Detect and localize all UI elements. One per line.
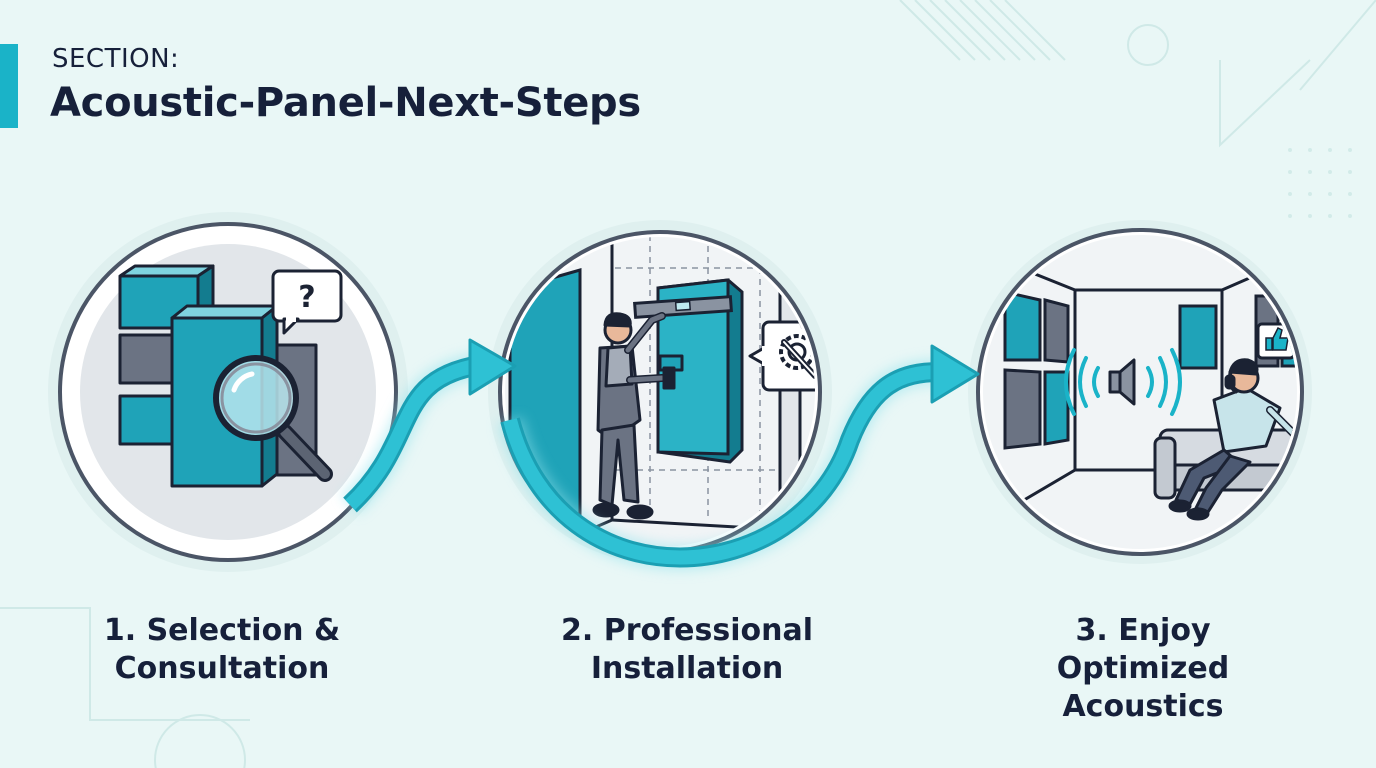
step2-caption-line2: Installation: [590, 651, 784, 686]
step1-caption-line2: Consultation: [114, 651, 330, 686]
step3-caption-line1: 3. Enjoy Optimized: [1056, 613, 1230, 686]
arrow-step2-to-step3: [497, 344, 980, 571]
step1-caption-line1: 1. Selection &: [103, 613, 341, 648]
worker-figure: [592, 312, 684, 520]
step2-circle: [488, 220, 832, 564]
section-label: SECTION:: [52, 44, 180, 74]
accent-bar: [0, 44, 18, 128]
step3-caption: 3. Enjoy Optimized Acoustics: [993, 612, 1293, 726]
question-mark: ?: [298, 280, 315, 315]
arrow-step1-to-step2: [340, 338, 517, 515]
speaker-icon: [1108, 358, 1136, 406]
step2-caption: 2. Professional Installation: [537, 612, 837, 688]
step2-caption-line1: 2. Professional: [561, 613, 813, 648]
step3-caption-line2: Acoustics: [1062, 689, 1224, 724]
step1-circle: ?: [48, 212, 408, 572]
person-relaxing: [1168, 358, 1297, 521]
step3-circle: [968, 220, 1312, 564]
question-bubble: ?: [271, 269, 343, 335]
page-title: Acoustic-Panel-Next-Steps: [50, 80, 641, 126]
magnifier-icon: [213, 355, 333, 482]
step1-caption: 1. Selection & Consultation: [72, 612, 372, 688]
